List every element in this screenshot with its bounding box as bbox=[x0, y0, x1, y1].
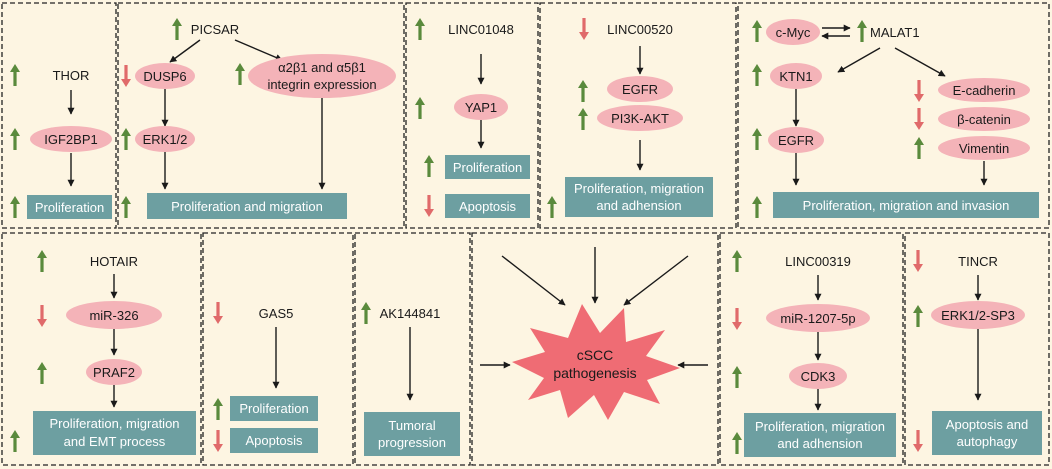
node-ktn1 bbox=[770, 63, 822, 89]
node-erk12 bbox=[135, 126, 195, 152]
center-label-1: cSCC bbox=[577, 347, 614, 363]
node-dusp6 bbox=[135, 63, 195, 89]
node-e-cadherin bbox=[938, 78, 1030, 102]
node-pi3k-akt-label: PI3K-AKT bbox=[611, 111, 669, 126]
gene-linc01048: LINC01048 bbox=[448, 22, 514, 37]
outcome-linc01048-apoptosis-label: Apoptosis bbox=[459, 199, 517, 214]
gene-malat1: MALAT1 bbox=[870, 25, 920, 40]
node-ktn1-label: KTN1 bbox=[779, 69, 812, 84]
node-integrin-label-2: integrin expression bbox=[267, 77, 376, 92]
outcome-linc00319-label-2: and adhension bbox=[777, 436, 862, 451]
panel-linc00319: LINC00319 miR-1207-5p CDK3 Proliferation… bbox=[732, 250, 896, 457]
node-c-myc-label: c-Myc bbox=[776, 25, 811, 40]
outcome-picsar-label: Proliferation and migration bbox=[171, 199, 323, 214]
outcome-ak144841-label-2: progression bbox=[378, 435, 446, 450]
node-yap1 bbox=[454, 94, 508, 120]
node-mir-1207-5p bbox=[766, 304, 870, 332]
gene-linc00520: LINC00520 bbox=[607, 22, 673, 37]
arrow-picsar-integrin bbox=[234, 39, 283, 61]
arrow-center-top-right bbox=[623, 255, 689, 306]
outcome-ak144841 bbox=[364, 412, 460, 456]
outcome-gas5-apoptosis-label: Apoptosis bbox=[245, 433, 303, 448]
node-integrin bbox=[248, 54, 396, 98]
arrow-malat1-ktn1 bbox=[837, 47, 881, 73]
node-vimentin-label: Vimentin bbox=[959, 141, 1009, 156]
gene-gas5: GAS5 bbox=[259, 306, 294, 321]
outcome-malat1 bbox=[773, 192, 1039, 218]
outcome-tincr-label-1: Apoptosis and bbox=[946, 417, 1028, 432]
node-erk12-sp3 bbox=[931, 301, 1025, 329]
node-e-cadherin-label: E-cadherin bbox=[953, 83, 1016, 98]
panel-thor: THOR IGF2BP1 Proliferation bbox=[10, 64, 112, 219]
panel-ak144841: AK144841 Tumoral progression bbox=[361, 302, 460, 456]
outcome-linc01048-proliferation bbox=[445, 155, 530, 179]
center-label-2: pathogenesis bbox=[553, 365, 636, 381]
node-integrin-label-1: α2β1 and α5β1 bbox=[278, 60, 366, 75]
outcome-tincr-label-2: autophagy bbox=[957, 434, 1018, 449]
outcome-linc01048-proliferation-label: Proliferation bbox=[453, 160, 522, 175]
node-mir-326 bbox=[66, 301, 162, 329]
node-vimentin bbox=[938, 136, 1030, 160]
panel-malat1: c-Myc MALAT1 KTN1 EGFR E-cadherin β-cate… bbox=[752, 19, 1039, 218]
outcome-thor bbox=[27, 195, 112, 219]
outcome-hotair-label-2: and EMT process bbox=[64, 434, 166, 449]
node-cdk3-label: CDK3 bbox=[801, 369, 836, 384]
node-egfr bbox=[607, 76, 673, 102]
node-igf2bp1 bbox=[30, 126, 112, 152]
gene-picsar: PICSAR bbox=[191, 22, 239, 37]
outcome-linc00319-label-1: Proliferation, migration bbox=[755, 419, 885, 434]
panel-picsar: PICSAR DUSP6 ERK1/2 α2β1 and α5β1 integr… bbox=[121, 18, 396, 219]
node-cdk3 bbox=[789, 363, 847, 389]
node-beta-catenin bbox=[938, 107, 1030, 131]
node-dusp6-label: DUSP6 bbox=[143, 69, 186, 84]
outcome-linc00520-label-1: Proliferation, migration bbox=[574, 181, 704, 196]
outcome-linc00319 bbox=[744, 413, 896, 457]
gene-thor: THOR bbox=[53, 68, 90, 83]
arrow-malat1-ecadherin bbox=[894, 47, 946, 77]
node-erk12-sp3-label: ERK1/2-SP3 bbox=[941, 308, 1015, 323]
node-mir-1207-5p-label: miR-1207-5p bbox=[780, 311, 855, 326]
panel-linc00520: LINC00520 EGFR PI3K-AKT Proliferation, m… bbox=[547, 18, 713, 218]
node-praf2-label: PRAF2 bbox=[93, 365, 135, 380]
outcome-gas5-proliferation bbox=[230, 396, 318, 421]
arrow-picsar-dusp6 bbox=[169, 39, 201, 63]
outcome-linc00520-label-2: and adhension bbox=[596, 198, 681, 213]
node-egfr-malat1-label: EGFR bbox=[778, 133, 814, 148]
outcome-hotair bbox=[33, 411, 196, 455]
node-beta-catenin-label: β-catenin bbox=[957, 112, 1011, 127]
outcome-thor-label: Proliferation bbox=[35, 200, 104, 215]
arrow-center-top-left bbox=[501, 255, 566, 306]
node-egfr-malat1 bbox=[768, 127, 824, 153]
gene-tincr: TINCR bbox=[958, 254, 998, 269]
node-erk12-label: ERK1/2 bbox=[143, 132, 188, 147]
node-yap1-label: YAP1 bbox=[465, 100, 497, 115]
node-c-myc bbox=[766, 19, 820, 45]
gene-ak144841: AK144841 bbox=[380, 306, 441, 321]
panel-gas5: GAS5 Proliferation Apoptosis bbox=[213, 302, 318, 453]
outcome-linc00520 bbox=[565, 177, 713, 217]
gene-hotair: HOTAIR bbox=[90, 254, 138, 269]
panel-center: cSCC pathogenesis bbox=[480, 247, 708, 420]
outcome-malat1-label: Proliferation, migration and invasion bbox=[803, 198, 1010, 213]
node-mir-326-label: miR-326 bbox=[89, 308, 138, 323]
panel-tincr: TINCR ERK1/2-SP3 Apoptosis and autophagy bbox=[913, 250, 1042, 455]
outcome-gas5-proliferation-label: Proliferation bbox=[239, 401, 308, 416]
node-pi3k-akt bbox=[597, 105, 683, 131]
node-igf2bp1-label: IGF2BP1 bbox=[44, 132, 97, 147]
outcome-ak144841-label-1: Tumoral bbox=[388, 418, 435, 433]
outcome-picsar bbox=[147, 193, 347, 219]
panel-hotair: HOTAIR miR-326 PRAF2 Proliferation, migr… bbox=[10, 250, 196, 455]
gene-linc00319: LINC00319 bbox=[785, 254, 851, 269]
panel-linc01048: LINC01048 YAP1 Proliferation Apoptosis bbox=[415, 18, 530, 218]
outcome-linc01048-apoptosis bbox=[445, 194, 530, 218]
pathogenesis-burst-icon bbox=[512, 304, 680, 420]
outcome-hotair-label-1: Proliferation, migration bbox=[49, 416, 179, 431]
outcome-tincr bbox=[932, 411, 1042, 455]
outcome-gas5-apoptosis bbox=[230, 428, 318, 453]
node-praf2 bbox=[86, 359, 142, 385]
node-egfr-label: EGFR bbox=[622, 82, 658, 97]
